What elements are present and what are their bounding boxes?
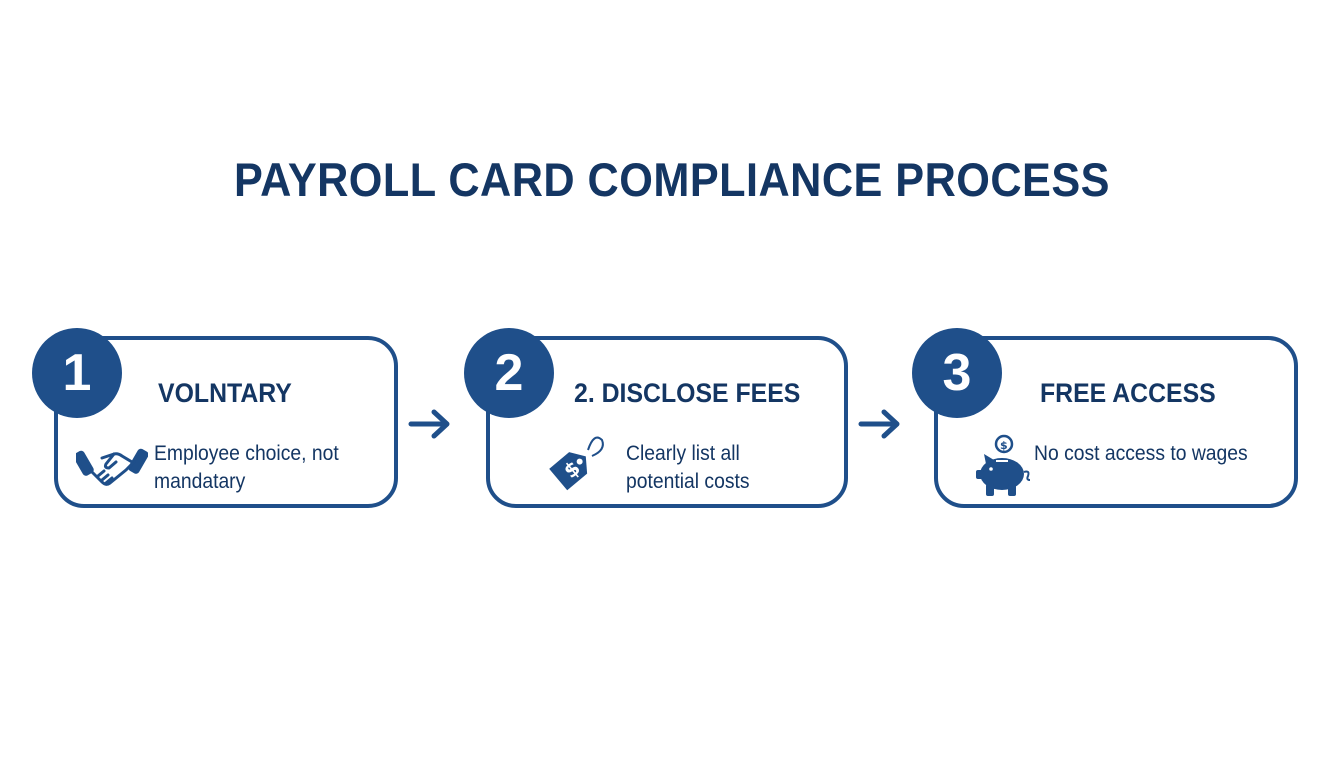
step-card-3: 3 FREE ACCESS $ No cost access to wages xyxy=(912,328,1298,508)
step-description: Clearly list all potential costs xyxy=(626,440,750,496)
handshake-icon xyxy=(76,448,148,486)
arrow-right-icon xyxy=(408,409,450,439)
step-number-badge: 1 xyxy=(32,328,122,418)
step-title: FREE ACCESS xyxy=(1040,378,1216,408)
description-line: mandatary xyxy=(154,470,246,493)
step-card-1: 1 VOLNTARY Employee choice, not mandatar… xyxy=(32,328,398,508)
description-line: potential costs xyxy=(626,470,750,493)
step-title: 2. DISCLOSE FEES xyxy=(574,378,801,408)
step-number-badge: 3 xyxy=(912,328,1002,418)
step-description: Employee choice, not mandatary xyxy=(154,440,339,496)
piggy-bank-icon: $ xyxy=(976,434,1031,496)
page-title: PAYROLL CARD COMPLIANCE PROCESS xyxy=(234,153,1110,206)
step-number-badge: 2 xyxy=(464,328,554,418)
svg-text:$: $ xyxy=(1000,439,1008,452)
step-description: No cost access to wages xyxy=(1034,440,1248,468)
step-card-2: 2 2. DISCLOSE FEES $ Clearly list all po… xyxy=(464,328,848,508)
arrow-right-icon xyxy=(858,409,900,439)
description-line: Clearly list all xyxy=(626,442,740,465)
step-title: VOLNTARY xyxy=(158,378,292,408)
price-tag-icon: $ xyxy=(549,436,604,491)
description-line: Employee choice, not xyxy=(154,442,339,465)
description-line: No cost access to wages xyxy=(1034,442,1248,465)
